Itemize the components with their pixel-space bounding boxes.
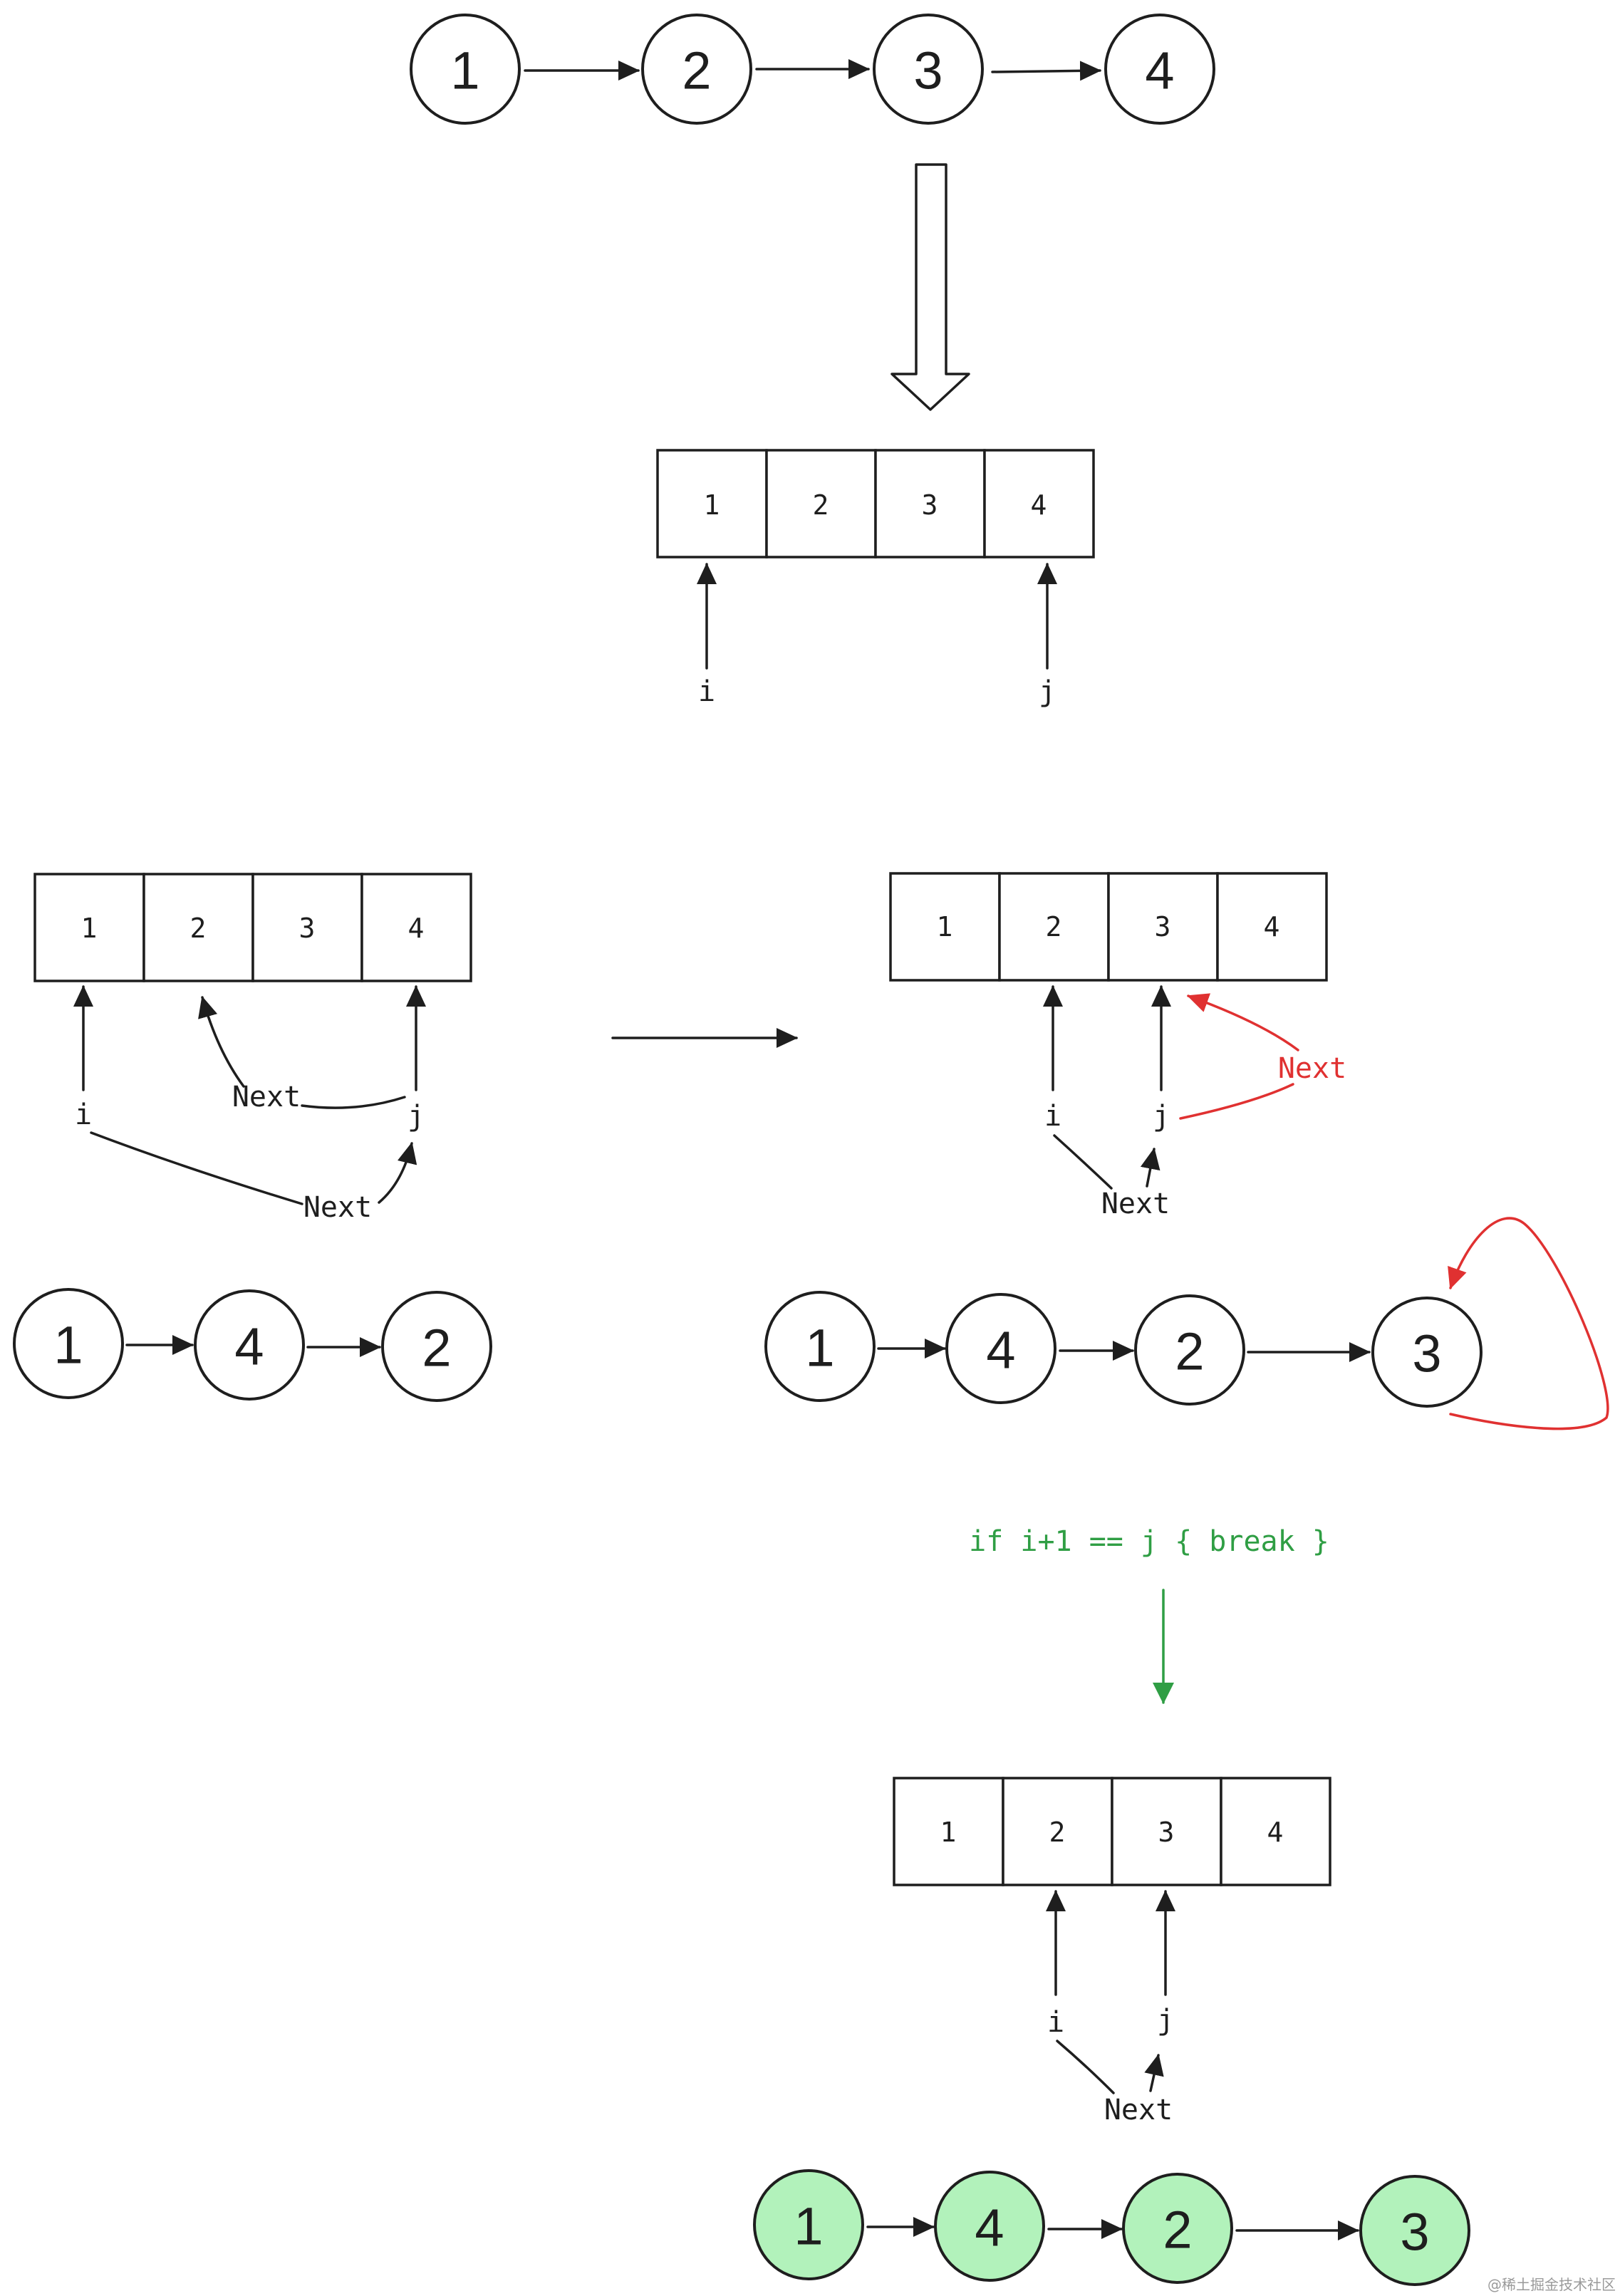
cell-value: 1 [940,1817,957,1848]
original-linked-list: 1 2 3 4 [410,14,1215,125]
next-label: Next [303,1191,372,1224]
list-node: 1 [753,2169,864,2280]
red-cycle-arrow [1448,1217,1609,1430]
array-final: 1 2 3 4 i j Next [893,1777,1331,2126]
node-value: 1 [805,1319,834,1378]
array-cell [983,449,1095,559]
pointer-i-label: i [1047,2006,1064,2039]
array-cell [360,873,472,982]
array-cell [1220,1777,1331,1886]
array-cell [1216,872,1328,982]
list-node: 2 [1134,1294,1245,1406]
cell-value: 2 [813,489,829,521]
node-value: 2 [1175,1322,1204,1381]
final-linked-list: 1 4 2 3 [753,2169,1470,2286]
pointer-i-label: i [1044,1100,1061,1133]
node-value: 4 [234,1317,264,1376]
cell-value: 4 [1031,489,1047,521]
red-next-arrow [1187,993,1299,1051]
node-value: 4 [986,1321,1015,1380]
node-value: 1 [53,1316,83,1375]
cell-value: 1 [81,913,98,944]
array-cell [998,872,1110,982]
cell-value: 3 [1158,1817,1175,1848]
cell-value: 2 [1046,911,1062,942]
list-node: 3 [1371,1297,1483,1408]
pointer-i-label: i [75,1098,92,1131]
node-value: 3 [1412,1324,1441,1383]
node-value: 4 [975,2198,1004,2258]
pointer-i-label: i [698,675,715,708]
cell-value: 3 [299,913,316,944]
pointer-j-label: j [407,1100,425,1133]
list-node: 1 [410,14,521,125]
intermediate-list-right: 1 4 2 3 [764,1217,1609,1430]
pointer-j-label: j [1039,675,1056,708]
list-node: 4 [934,2171,1045,2282]
red-next-connector [1179,1083,1294,1120]
cell-value: 4 [408,913,425,944]
pointer-j-label: j [1157,2004,1174,2037]
list-node: 4 [945,1293,1056,1404]
array-cell [874,449,986,559]
list-node: 4 [194,1289,305,1401]
cell-value: 3 [1155,911,1171,942]
node-value: 1 [450,41,479,100]
next-arrow [1144,2054,1164,2092]
node-value: 1 [794,2197,823,2256]
array-cell [251,873,363,982]
break-condition: if i+1 == j { break } [969,1525,1329,1558]
list-node: 2 [381,1291,492,1402]
list-node: 4 [1104,14,1215,125]
list-node: 1 [764,1291,876,1402]
node-value: 4 [1145,41,1174,100]
node-value: 2 [422,1319,451,1378]
intermediate-list-left: 1 4 2 [13,1288,492,1402]
next-connector [1056,2040,1115,2094]
watermark: @稀土掘金技术社区 [1487,2276,1616,2293]
cell-value: 2 [190,913,207,944]
red-next-label: Next [1278,1052,1346,1085]
array-cell [33,873,145,982]
cell-value: 4 [1267,1817,1284,1848]
array-cell [142,873,254,982]
next-label: Next [1104,2094,1173,2126]
node-value: 2 [682,41,711,100]
next-label: Next [1101,1188,1170,1220]
pointer-j-label: j [1153,1100,1170,1133]
list-node: 2 [1122,2173,1233,2284]
next-arrow-i-to-j [378,1142,417,1204]
list-node: 3 [873,14,984,125]
next-arrow-j-to-2 [198,996,245,1088]
list-node: 3 [1359,2175,1470,2286]
cell-value: 2 [1049,1817,1066,1848]
list-node: 1 [13,1288,124,1399]
next-arrow [1140,1148,1161,1188]
node-value: 3 [1400,2203,1429,2262]
array-initial: 1 2 3 4 i j [656,449,1095,708]
list-node: 2 [641,14,752,125]
array-cell [1111,1777,1222,1886]
node-value: 3 [913,41,943,100]
convert-down-arrow [891,163,970,411]
array-step-left: 1 2 3 4 i j Next Next [33,873,472,1224]
cell-value: 1 [704,489,720,521]
next-connector [301,1096,406,1109]
array-cell [893,1777,1004,1886]
array-step-right: 1 2 3 4 i j Next Next [889,872,1346,1220]
next-connector [1053,1134,1113,1190]
cell-value: 4 [1264,911,1280,942]
cell-value: 1 [937,911,953,942]
next-connector [90,1131,303,1205]
next-arrow [991,61,1101,81]
cell-value: 3 [922,489,938,521]
node-value: 2 [1163,2201,1192,2260]
